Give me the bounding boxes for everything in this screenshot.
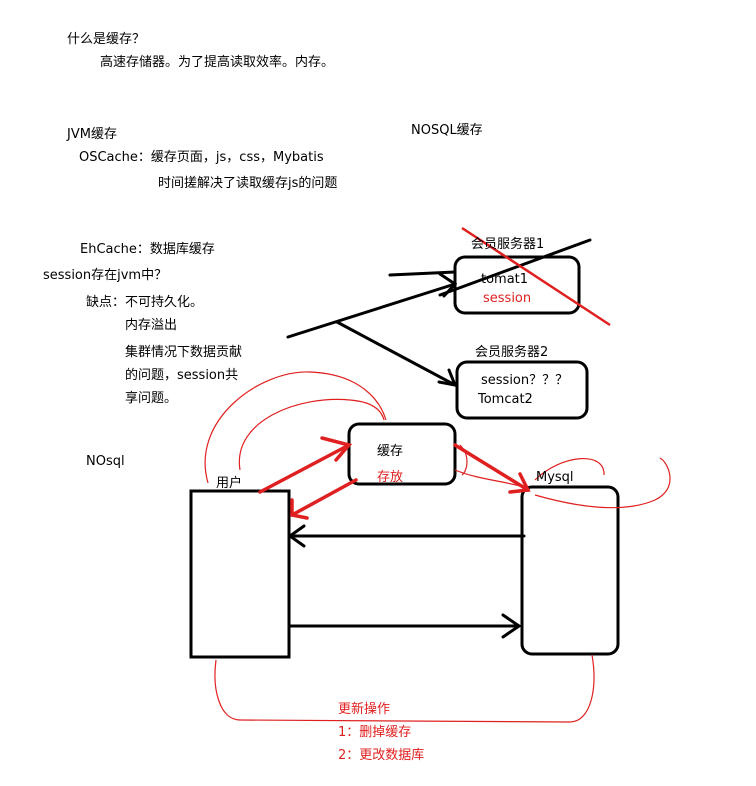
server1-session: session (483, 291, 532, 306)
user-mysql-arrows (287, 524, 526, 639)
server1-cross (461, 226, 611, 327)
lb-arrows (286, 238, 592, 387)
cache-arrows (258, 436, 531, 520)
note-question: 什么是缓存？ (67, 32, 146, 47)
server1-tomcat: tomat1 (481, 272, 529, 287)
note-session-jvm: session存在jvm中？ (43, 268, 168, 283)
user-box (189, 489, 291, 659)
note-oscache: OSCache：缓存页面，js，css，Mybatis (79, 150, 324, 165)
red-curves (204, 371, 671, 723)
mysql-label: Mysql (536, 470, 574, 485)
note-ehcache: EhCache：数据库缓存 (80, 242, 215, 257)
cache-sub-label: 存放 (377, 470, 404, 485)
update-step-2: 2：更改数据库 (338, 748, 425, 763)
note-nosql-cache: NOSQL缓存 (411, 123, 483, 138)
note-jvm-cache: JVM缓存 (67, 127, 117, 142)
server2-label: 会员服务器2 (475, 345, 549, 360)
cache-label: 缓存 (377, 444, 404, 459)
note-cluster-3: 享问题。 (125, 391, 178, 406)
mysql-box (520, 485, 620, 656)
server2-session: session？？？ (481, 373, 569, 388)
server2-box (455, 360, 589, 420)
note-nosql: NOsql (86, 454, 125, 469)
update-title: 更新操作 (338, 702, 391, 717)
note-cluster-1: 集群情况下数据贡献 (125, 345, 243, 360)
update-step-1: 1：删掉缓存 (338, 725, 412, 740)
note-answer: 高速存储器。为了提高读取效率。内存。 (100, 55, 335, 70)
note-time-problem: 时间搓解决了读取缓存js的问题 (158, 176, 338, 191)
server1-label: 会员服务器1 (471, 237, 545, 252)
server2-tomcat: Tomcat2 (478, 392, 533, 407)
cache-box (347, 422, 457, 486)
note-mem-overflow: 内存溢出 (125, 318, 178, 333)
user-label: 用户 (216, 476, 243, 491)
note-drawback: 缺点：不可持久化。 (86, 295, 204, 310)
note-cluster-2: 的问题，session共 (125, 368, 239, 383)
